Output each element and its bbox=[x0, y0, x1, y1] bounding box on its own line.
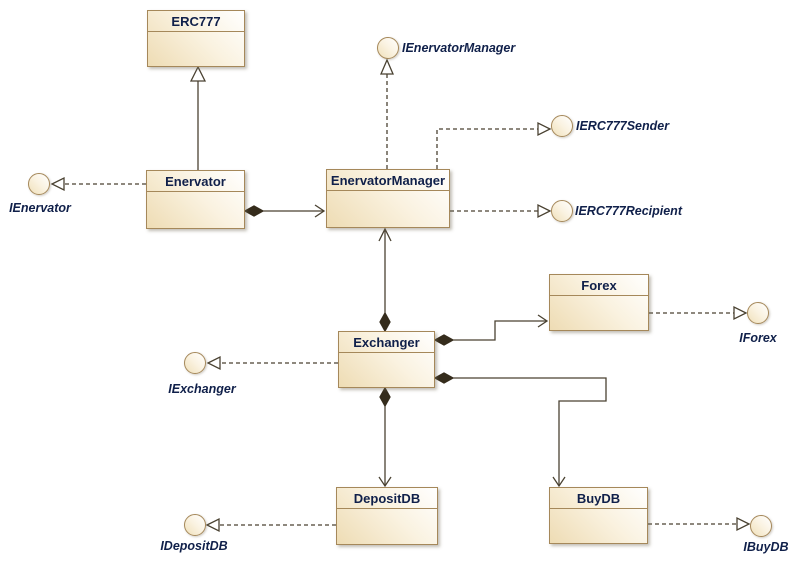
class-header: EnervatorManager bbox=[327, 170, 449, 191]
interface-circle-ibuydb bbox=[750, 515, 772, 537]
interface-circle-iforex bbox=[747, 302, 769, 324]
class-header: DepositDB bbox=[337, 488, 437, 509]
class-box-exchanger: Exchanger bbox=[338, 331, 435, 388]
class-title: ERC777 bbox=[171, 13, 221, 29]
edge-exchanger-buydb-composition bbox=[433, 372, 607, 488]
edge-depositdb-idepositdb-realization bbox=[205, 517, 336, 533]
class-header: Exchanger bbox=[339, 332, 434, 353]
class-header: ERC777 bbox=[148, 11, 244, 32]
interface-label-iforex: IForex bbox=[739, 331, 777, 345]
interface-circle-ierc777sender bbox=[551, 115, 573, 137]
interface-circle-ienervator bbox=[28, 173, 50, 195]
edge-exchanger-forex-composition bbox=[433, 314, 549, 346]
class-header: Enervator bbox=[147, 171, 244, 192]
interface-label-iexchanger: IExchanger bbox=[168, 382, 236, 396]
interface-label-ienervator: IEnervator bbox=[9, 201, 71, 215]
edge-enervator-enervatormanager-composition bbox=[243, 204, 326, 218]
interface-label-ierc777recipient: IERC777Recipient bbox=[575, 204, 682, 218]
edge-exchanger-depositdb-composition bbox=[378, 386, 392, 488]
interface-circle-ierc777recipient bbox=[551, 200, 573, 222]
class-header: BuyDB bbox=[550, 488, 647, 509]
edge-enervatormanager-ierc777sender-realization bbox=[436, 121, 552, 169]
class-box-erc777: ERC777 bbox=[147, 10, 245, 67]
edge-enervator-ienervator-realization bbox=[50, 176, 146, 192]
class-title: EnervatorManager bbox=[330, 172, 446, 188]
class-box-enervatormanager: EnervatorManager bbox=[326, 169, 450, 228]
class-title: Forex bbox=[581, 277, 617, 293]
edge-forex-iforex-realization bbox=[649, 305, 748, 321]
interface-label-idepositdb: IDepositDB bbox=[160, 539, 228, 553]
interface-circle-iexchanger bbox=[184, 352, 206, 374]
class-title: Enervator bbox=[165, 173, 226, 189]
class-title: BuyDB bbox=[576, 490, 621, 506]
edge-buydb-ibuydb-realization bbox=[648, 516, 751, 532]
class-box-buydb: BuyDB bbox=[549, 487, 648, 544]
interface-label-ierc777sender: IERC777Sender bbox=[576, 119, 670, 133]
interface-circle-ienervatormanager bbox=[377, 37, 399, 59]
class-box-depositdb: DepositDB bbox=[336, 487, 438, 545]
class-box-forex: Forex bbox=[549, 274, 649, 331]
edge-exchanger-enervatormanager-composition bbox=[378, 227, 392, 333]
edge-enervatormanager-ienervatormanager-realization bbox=[380, 58, 394, 169]
edge-exchanger-iexchanger-realization bbox=[206, 355, 338, 371]
class-box-enervator: Enervator bbox=[146, 170, 245, 229]
class-title: Exchanger bbox=[353, 334, 420, 350]
interface-label-ibuydb: IBuyDB bbox=[743, 540, 789, 554]
class-header: Forex bbox=[550, 275, 648, 296]
edge-enervator-erc777-generalization bbox=[189, 65, 207, 170]
interface-label-ienervatormanager: IEnervatorManager bbox=[402, 41, 516, 55]
edge-enervatormanager-ierc777recipient-realization bbox=[450, 203, 552, 219]
interface-circle-idepositdb bbox=[184, 514, 206, 536]
class-title: DepositDB bbox=[353, 490, 421, 506]
